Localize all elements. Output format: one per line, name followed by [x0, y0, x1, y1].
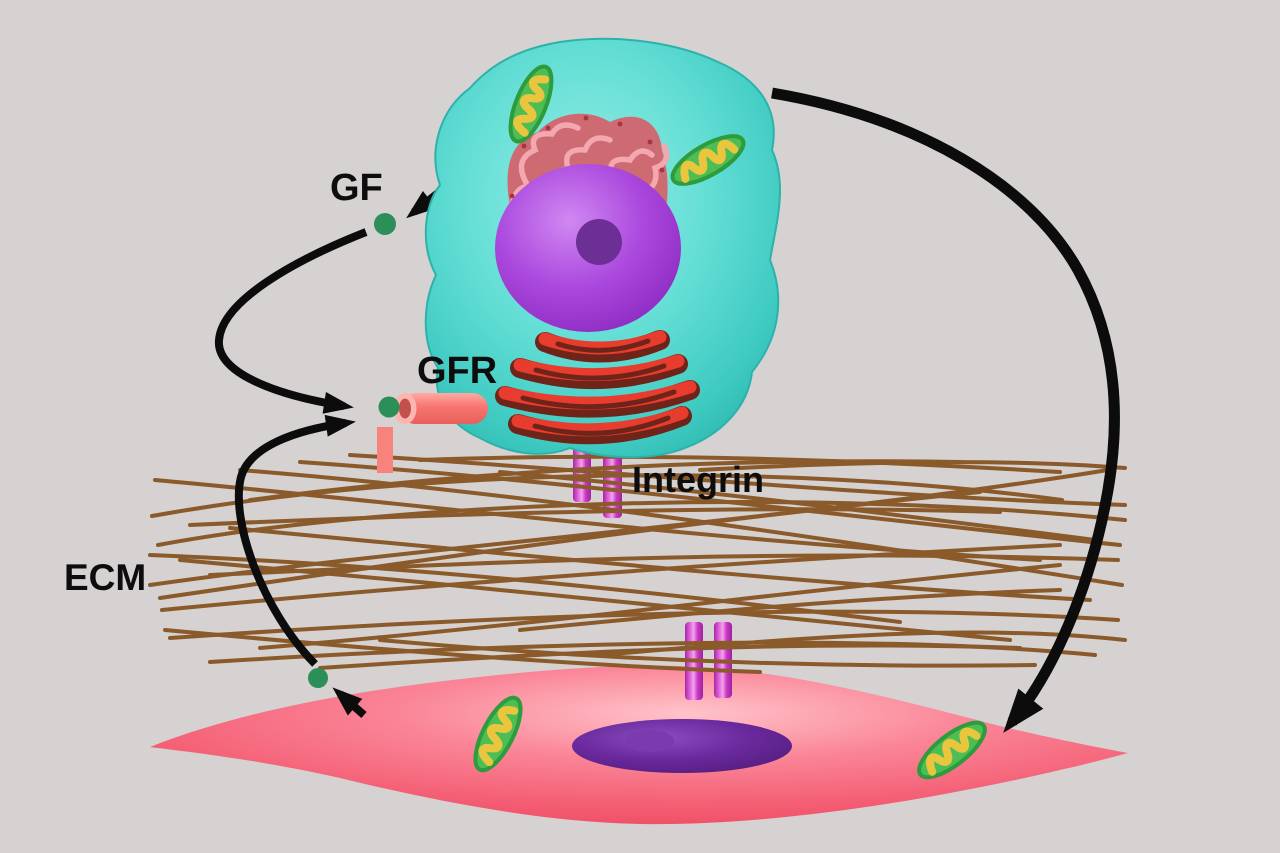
- growth-factor-dot: [374, 213, 396, 235]
- growth-factor-dot: [378, 396, 400, 418]
- growth-factor-dot: [308, 668, 328, 688]
- integrin-label: Integrin: [632, 459, 764, 500]
- signal-arrows: [214, 87, 1120, 733]
- ecm-fiber-mesh: [148, 453, 1127, 674]
- ecm-gf-to-gfr-arrow: [234, 414, 356, 667]
- lower-cell: [150, 665, 1128, 825]
- ecm-label: ECM: [64, 557, 146, 598]
- gfr-label: GFR: [417, 350, 497, 392]
- lower-cell-nucleolus: [626, 730, 674, 752]
- gf-release-arrow: [332, 687, 367, 719]
- lower-cell-nucleus: [572, 719, 792, 773]
- gf-label: GF: [330, 167, 383, 209]
- golgi-apparatus: [495, 330, 700, 445]
- gf-to-gfr-arrow: [214, 228, 368, 414]
- receptor-stem: [377, 427, 393, 473]
- cell-to-cell-feedback-arrow: [771, 87, 1120, 733]
- nucleolus: [576, 219, 622, 265]
- growth-factor-receptor: [377, 393, 488, 473]
- upper-cell: [424, 37, 781, 459]
